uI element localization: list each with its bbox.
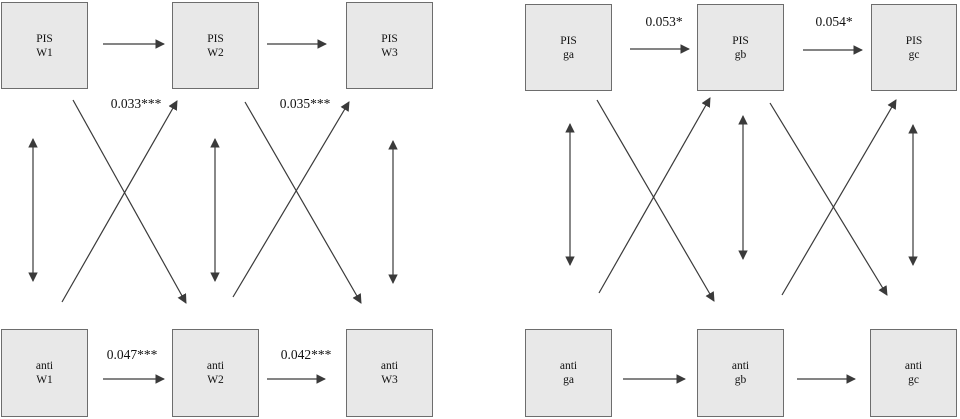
- node-label-line2: gc: [908, 48, 920, 61]
- node-pis-ga: PIS ga: [525, 4, 612, 91]
- cross-anti-ga-pis-gb: [598, 97, 711, 294]
- coefficient-label-pis-gb-gc: 0.054*: [815, 14, 853, 29]
- coefficient-label-pis-ga-gb: 0.053*: [645, 14, 683, 29]
- node-pis-w3: PIS W3: [346, 2, 433, 89]
- coefficient-label-anti-w2-w3: 0.042***: [280, 347, 332, 362]
- node-label-line2: W2: [207, 46, 224, 59]
- node-label-line2: gb: [734, 48, 747, 61]
- node-label-line1: anti: [35, 360, 54, 372]
- cross-pis-gb-anti-gc: [769, 102, 888, 296]
- node-anti-w3: anti W3: [346, 329, 433, 417]
- node-label-line1: PIS: [905, 34, 923, 47]
- node-label-line2: W2: [207, 374, 224, 386]
- node-label-line1: PIS: [560, 34, 577, 47]
- node-pis-gb: PIS gb: [697, 4, 784, 91]
- node-label-line2: W1: [36, 374, 53, 386]
- node-label-line1: anti: [559, 360, 578, 372]
- coefficient-label-anti-w1-w2: 0.047***: [106, 347, 158, 362]
- node-label-line2: W1: [36, 46, 53, 59]
- node-anti-ga: anti ga: [525, 329, 612, 417]
- cross-pis-w1-anti-w2: [72, 99, 187, 304]
- cross-anti-w1-pis-w2: [61, 100, 178, 303]
- node-label-line2: W3: [381, 46, 398, 59]
- node-label-line1: PIS: [36, 32, 53, 45]
- node-label-line1: PIS: [732, 34, 749, 47]
- node-anti-gb: anti gb: [697, 329, 784, 417]
- node-label-line1: anti: [380, 360, 399, 372]
- node-label-line1: PIS: [381, 32, 398, 45]
- node-label-line2: W3: [381, 374, 398, 386]
- node-label-line2: gc: [908, 374, 919, 386]
- node-label-line1: PIS: [207, 32, 224, 45]
- cross-anti-gb-pis-gc: [781, 99, 897, 296]
- node-pis-gc: PIS gc: [871, 4, 957, 91]
- node-label-line1: anti: [206, 360, 225, 372]
- node-label-line2: ga: [563, 374, 574, 386]
- cross-anti-w2-pis-w3: [232, 101, 350, 298]
- node-pis-w1: PIS W1: [1, 2, 88, 89]
- cross-pis-w2-anti-w3: [244, 101, 362, 304]
- node-pis-w2: PIS W2: [172, 2, 259, 89]
- cross-pis-ga-anti-gb: [596, 99, 715, 302]
- node-anti-w2: anti W2: [172, 329, 259, 417]
- coefficient-label-cross-w1-w2: 0.033***: [110, 96, 162, 111]
- node-label-line1: anti: [904, 360, 923, 372]
- node-anti-gc: anti gc: [870, 329, 957, 417]
- node-label-line1: anti: [731, 360, 750, 372]
- node-label-line2: gb: [734, 374, 747, 386]
- coefficient-label-cross-w2-w3: 0.035***: [279, 96, 331, 111]
- node-label-line2: ga: [563, 48, 574, 61]
- node-anti-w1: anti W1: [1, 329, 88, 417]
